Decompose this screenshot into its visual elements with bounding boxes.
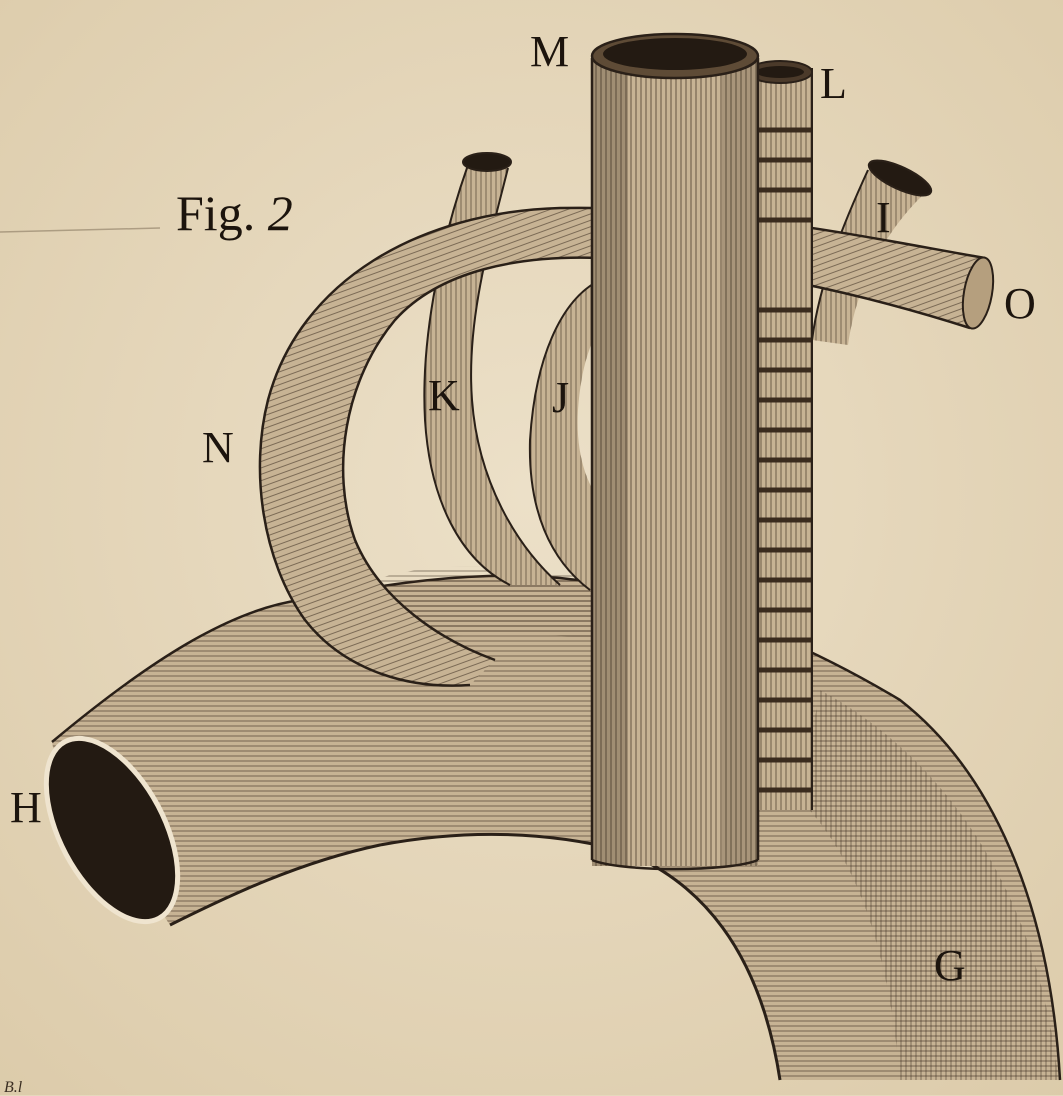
label-o: O [1004,282,1036,326]
label-g: G [934,944,966,988]
label-k: K [428,374,460,418]
figure-number: 2 [268,185,293,241]
figure-caption: Fig. 2 [176,188,293,238]
label-h: H [10,786,42,830]
tube-m [592,34,758,869]
label-i: I [876,196,891,240]
label-m: M [530,30,569,74]
label-n: N [202,426,234,470]
figure-prefix: Fig. [176,185,255,241]
label-l: L [820,62,847,106]
label-j: J [552,376,569,420]
corner-mark: B.l [4,1080,22,1096]
